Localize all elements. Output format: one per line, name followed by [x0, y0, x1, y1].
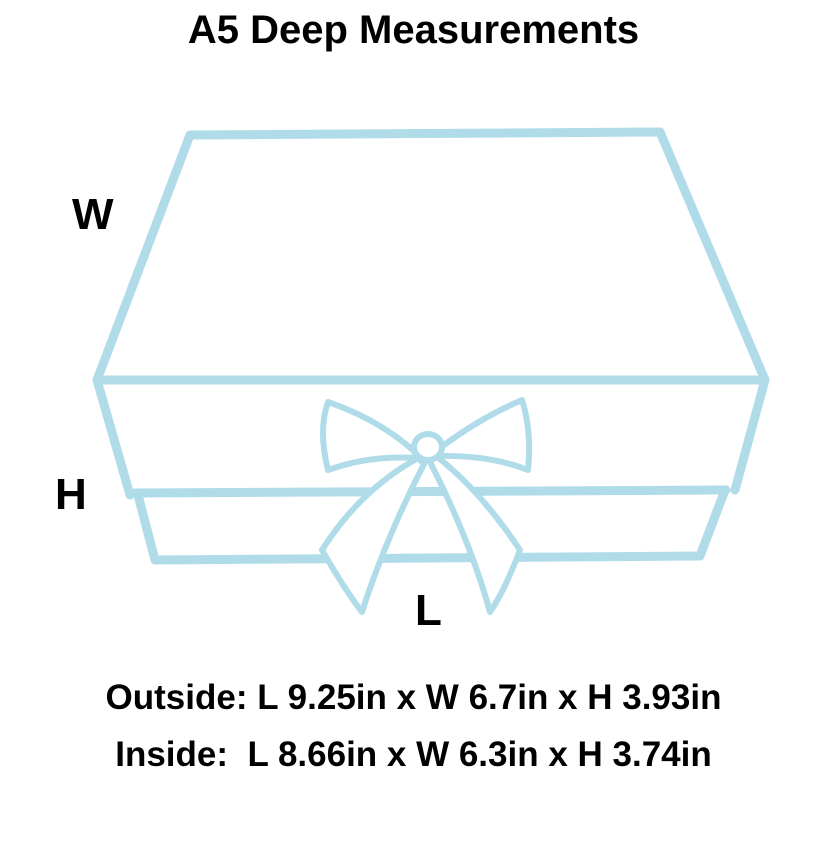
outside-dimensions: Outside: L 9.25in x W 6.7in x H 3.93in: [105, 678, 722, 717]
inside-dimensions: Inside: L 8.66in x W 6.3in x H 3.74in: [115, 735, 712, 774]
width-label: W: [72, 190, 114, 239]
box-base: [133, 485, 730, 565]
length-label: L: [415, 586, 442, 635]
bow-icon: [319, 397, 533, 615]
box-lid-top: [92, 127, 770, 385]
box-lid-front: [92, 375, 770, 500]
page-title: A5 Deep Measurements: [187, 8, 640, 52]
box-band: [130, 485, 731, 498]
height-label: H: [55, 470, 87, 519]
